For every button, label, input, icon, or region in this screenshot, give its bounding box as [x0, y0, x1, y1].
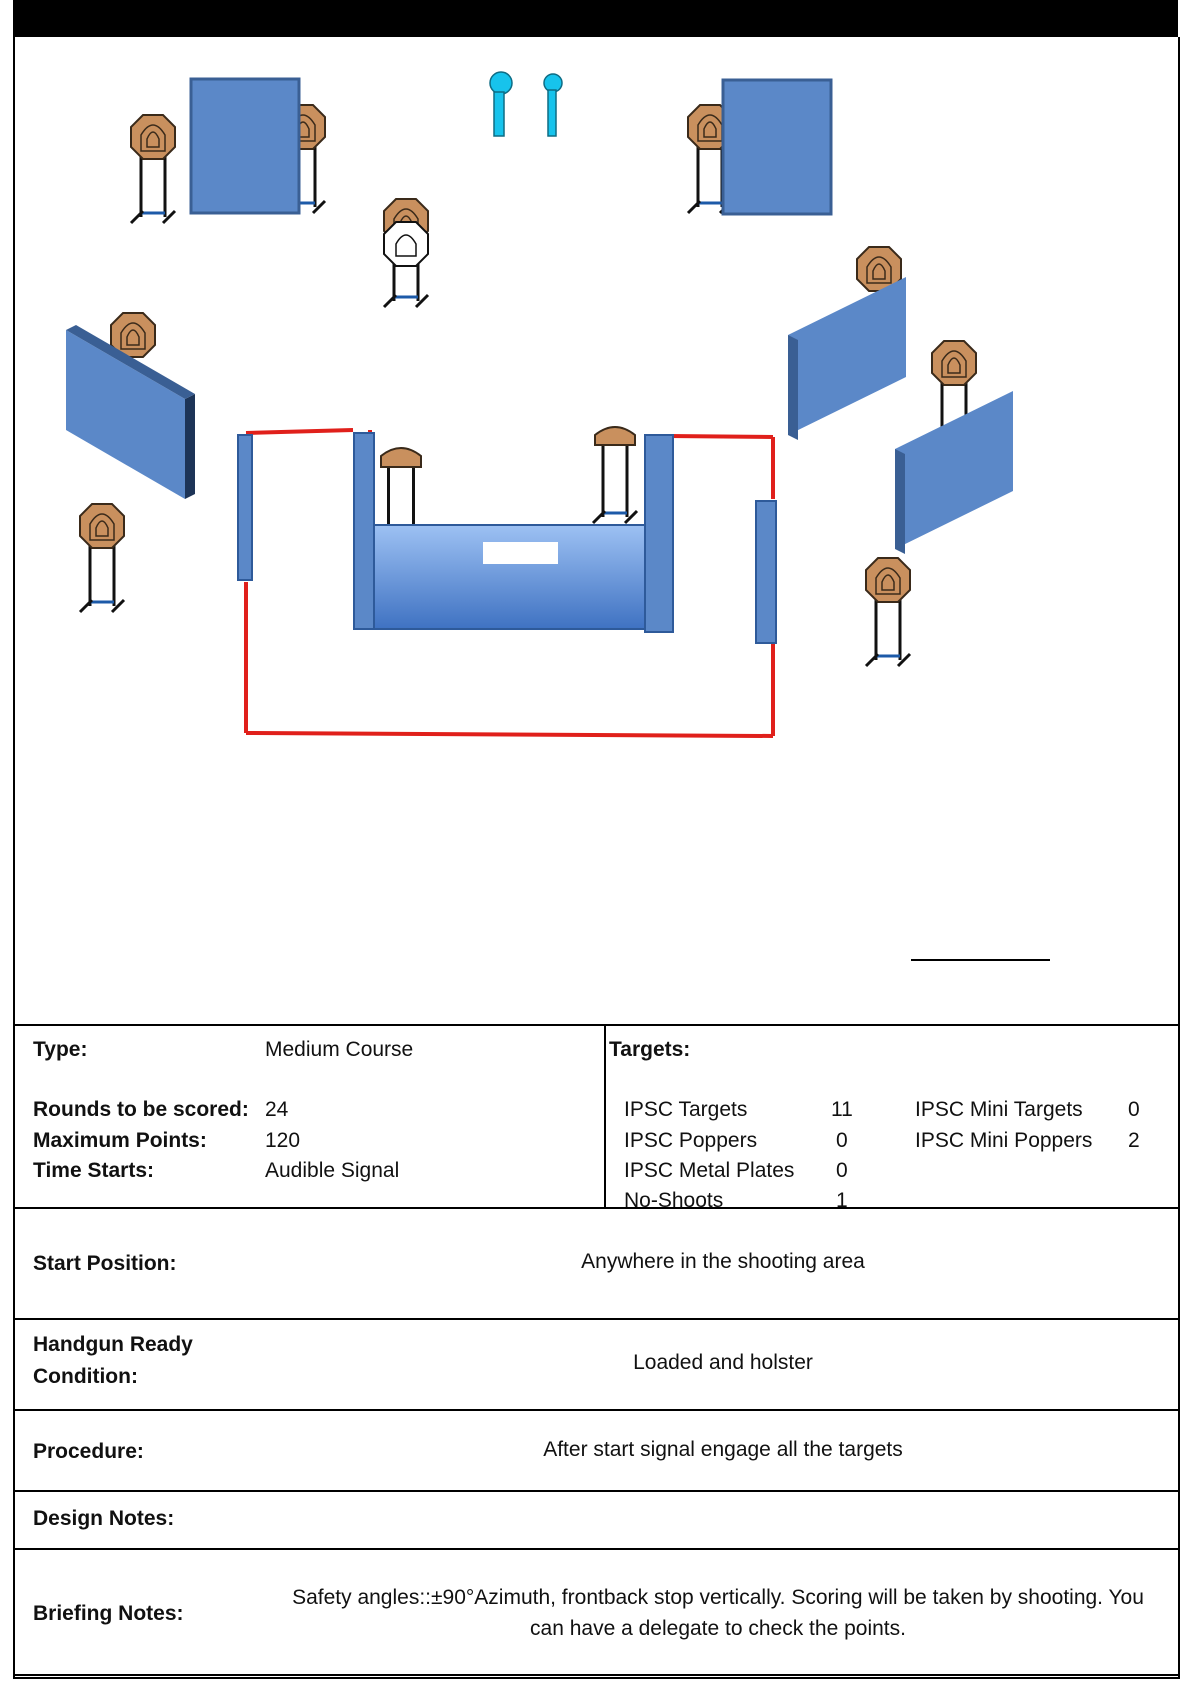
- wall-port-far-right: [755, 500, 777, 644]
- procedure-value: After start signal engage all the target…: [543, 1438, 903, 1461]
- points-label: Maximum Points:: [33, 1129, 207, 1152]
- target-count: 0: [836, 1159, 848, 1182]
- time-label: Time Starts:: [33, 1159, 154, 1182]
- start-position-label: Start Position:: [33, 1252, 177, 1275]
- briefing-notes-line2: can have a delegate to check the points.: [530, 1617, 906, 1640]
- ready-condition-row: Handgun Ready Condition: Loaded and hols…: [13, 1318, 1178, 1409]
- page-frame: [13, 37, 1180, 1679]
- wall-port-right: [644, 434, 674, 633]
- ready-condition-label-line1: Handgun Ready: [33, 1333, 193, 1356]
- mini-target-count: 2: [1128, 1129, 1140, 1152]
- ready-condition-label-line2: Condition:: [33, 1365, 138, 1388]
- stage-diagram: [13, 37, 1178, 1027]
- type-label: Type:: [33, 1038, 88, 1061]
- table-label-box: [483, 542, 558, 564]
- no-shoot-target: [383, 221, 429, 267]
- target-count: 1: [836, 1189, 848, 1212]
- rounds-label: Rounds to be scored:: [33, 1098, 249, 1121]
- wall-top-left: [189, 77, 301, 215]
- mini-target-name: IPSC Mini Poppers: [915, 1129, 1093, 1152]
- popper-1: [489, 71, 513, 137]
- summary-divider: [604, 1026, 606, 1209]
- target-count: 0: [836, 1129, 848, 1152]
- wall-right-upper: [788, 277, 906, 440]
- mini-target-name: IPSC Mini Targets: [915, 1098, 1083, 1121]
- target-top-left-1: [129, 114, 177, 225]
- time-value: Audible Signal: [265, 1159, 400, 1182]
- target-right-lower: [864, 557, 912, 668]
- popper-2: [543, 73, 563, 137]
- target-name: IPSC Metal Plates: [624, 1159, 795, 1182]
- wall-left-angled: [66, 325, 195, 499]
- points-value: 120: [265, 1129, 301, 1152]
- start-position-row: Start Position: Anywhere in the shooting…: [13, 1207, 1178, 1318]
- briefing-notes-label: Briefing Notes:: [33, 1602, 184, 1625]
- procedure-row: Procedure: After start signal engage all…: [13, 1409, 1178, 1490]
- design-notes-label: Design Notes:: [33, 1507, 175, 1530]
- target-inner-right: [591, 426, 639, 525]
- wall-right-lower: [895, 391, 1013, 554]
- top-bar: [13, 0, 1178, 37]
- ready-condition-value: Loaded and holster: [633, 1351, 813, 1374]
- target-left-lower: [78, 503, 126, 614]
- fault-line-box: [244, 428, 775, 738]
- start-position-value: Anywhere in the shooting area: [581, 1250, 865, 1273]
- briefing-notes-line1: Safety angles::±90°Azimuth, frontback st…: [292, 1586, 1144, 1609]
- target-count: 11: [831, 1098, 853, 1121]
- wall-port-far-left: [237, 434, 253, 581]
- rounds-value: 24: [265, 1098, 289, 1121]
- briefing-notes-row: Briefing Notes: Safety angles::±90°Azimu…: [13, 1548, 1178, 1676]
- type-value: Medium Course: [265, 1038, 414, 1061]
- targets-label: Targets:: [609, 1038, 691, 1061]
- wall-port-left: [353, 432, 375, 630]
- target-name: No-Shoots: [624, 1189, 724, 1212]
- design-notes-row: Design Notes:: [13, 1490, 1178, 1548]
- barricade-table: [372, 524, 646, 630]
- target-name: IPSC Targets: [624, 1098, 748, 1121]
- target-name: IPSC Poppers: [624, 1129, 758, 1152]
- wall-top-right: [721, 78, 833, 216]
- mini-target-count: 0: [1128, 1098, 1140, 1121]
- target-inner-left: [380, 447, 422, 532]
- procedure-label: Procedure:: [33, 1440, 144, 1463]
- stage-summary: Type: Medium Course Rounds to be scored:…: [13, 1024, 1178, 1212]
